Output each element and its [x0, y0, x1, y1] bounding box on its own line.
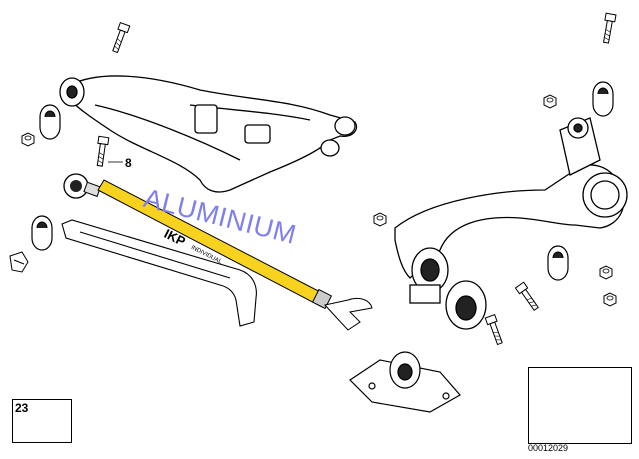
bushing-icon [39, 104, 61, 140]
nut-icon [599, 265, 613, 280]
reference-code: 00012029 [528, 443, 569, 453]
bolt-icon [514, 281, 541, 313]
trailing-arm [59, 75, 358, 193]
bushing-icon [547, 245, 569, 281]
nut-icon [373, 212, 387, 227]
bolt-icon [484, 314, 506, 346]
callout-8: 8 [125, 156, 132, 170]
clip-icon [9, 251, 29, 273]
bolt-icon [109, 22, 131, 54]
bolt-icon [600, 12, 617, 45]
reference-frame [528, 367, 632, 444]
bracket-plate [61, 219, 257, 327]
bushing-icon [592, 81, 614, 117]
bushing-icon [31, 215, 53, 251]
bushing-icon [409, 247, 487, 330]
callout-23: 23 [15, 401, 29, 415]
nut-icon [603, 292, 617, 307]
part-23-frame [12, 399, 72, 443]
nut-icon [543, 94, 557, 109]
nut-icon [21, 132, 35, 147]
engine-mount [349, 351, 461, 413]
bolt-icon [94, 135, 110, 167]
wheel-carrier [394, 117, 628, 279]
